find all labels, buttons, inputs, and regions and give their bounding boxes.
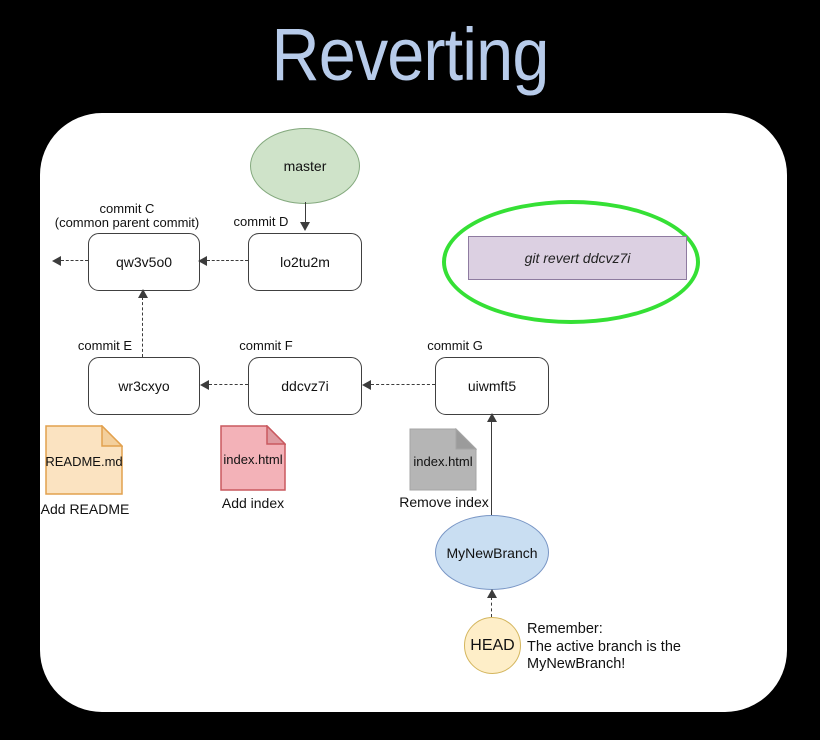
commit-e-hash: wr3cxyo (118, 378, 170, 394)
commit-d-hash: lo2tu2m (280, 254, 330, 270)
file-icon (220, 425, 286, 491)
reminder-note-line: The active branch is the (527, 638, 681, 655)
arrowhead-down-icon (300, 222, 310, 231)
arrowhead-up-icon (138, 289, 148, 298)
index-add-file-name: index.html (223, 452, 283, 467)
arrow-d-to-c-line (207, 260, 248, 261)
commit-c-label: commit C (common parent commit) (54, 201, 200, 230)
head-circle: HEAD (464, 617, 521, 674)
diagram-panel: master commit C (common parent commit) q… (40, 113, 787, 712)
index-remove-caption: Remove index (399, 494, 489, 510)
arrowhead-left-icon (52, 256, 61, 266)
index-add-file-icon: index.html (220, 425, 286, 491)
master-branch-ellipse: master (250, 128, 360, 204)
commit-f-box: ddcvz7i (248, 357, 362, 415)
index-add-caption: Add index (221, 495, 285, 511)
master-branch-label: master (283, 158, 327, 174)
reminder-note-line: Remember: (527, 621, 603, 637)
arrowhead-left-icon (362, 380, 371, 390)
arrowhead-up-icon (487, 589, 497, 598)
commit-g-box: uiwmft5 (435, 357, 549, 415)
arrow-f-to-e-line (209, 384, 248, 385)
commit-d-box: lo2tu2m (248, 233, 362, 291)
commit-d-label: commit D (233, 214, 289, 229)
commit-g-label: commit G (427, 338, 483, 353)
head-label: HEAD (470, 636, 515, 654)
mynewbranch-label: MyNewBranch (446, 544, 538, 561)
commit-f-hash: ddcvz7i (281, 378, 329, 394)
readme-caption: Add README (40, 501, 130, 517)
arrow-head-to-branch-line (491, 597, 492, 617)
arrowhead-left-icon (198, 256, 207, 266)
readme-file-name: README.md (45, 454, 123, 469)
file-icon (45, 425, 123, 495)
reminder-note: Remember: The active branch is the MyNew… (527, 621, 747, 674)
revert-highlight-ellipse (442, 200, 700, 324)
page-title: Reverting (271, 13, 550, 96)
commit-c-hash: qw3v5o0 (115, 254, 173, 270)
commit-f-label: commit F (239, 338, 293, 353)
arrow-c-to-parent-line (61, 260, 88, 261)
arrowhead-left-icon (200, 380, 209, 390)
commit-e-box: wr3cxyo (88, 357, 200, 415)
commit-g-hash: uiwmft5 (467, 378, 517, 394)
commit-c-box: qw3v5o0 (88, 233, 200, 291)
mynewbranch-ellipse: MyNewBranch (435, 515, 549, 590)
revert-command-label: git revert ddcvz7i (524, 250, 631, 266)
index-remove-file-name: index.html (413, 454, 473, 469)
arrow-e-to-c-line (142, 297, 143, 357)
file-icon (409, 428, 477, 491)
index-remove-file-icon: index.html (409, 428, 477, 491)
arrow-master-to-d-line (305, 202, 306, 224)
arrow-g-to-f-line (371, 384, 435, 385)
arrowhead-up-icon (487, 413, 497, 422)
reminder-note-line: MyNewBranch! (527, 656, 626, 672)
commit-e-label: commit E (77, 338, 133, 353)
arrow-branch-to-g-line (491, 420, 492, 515)
readme-file-icon: README.md (45, 425, 123, 495)
revert-command-box: git revert ddcvz7i (468, 236, 687, 280)
